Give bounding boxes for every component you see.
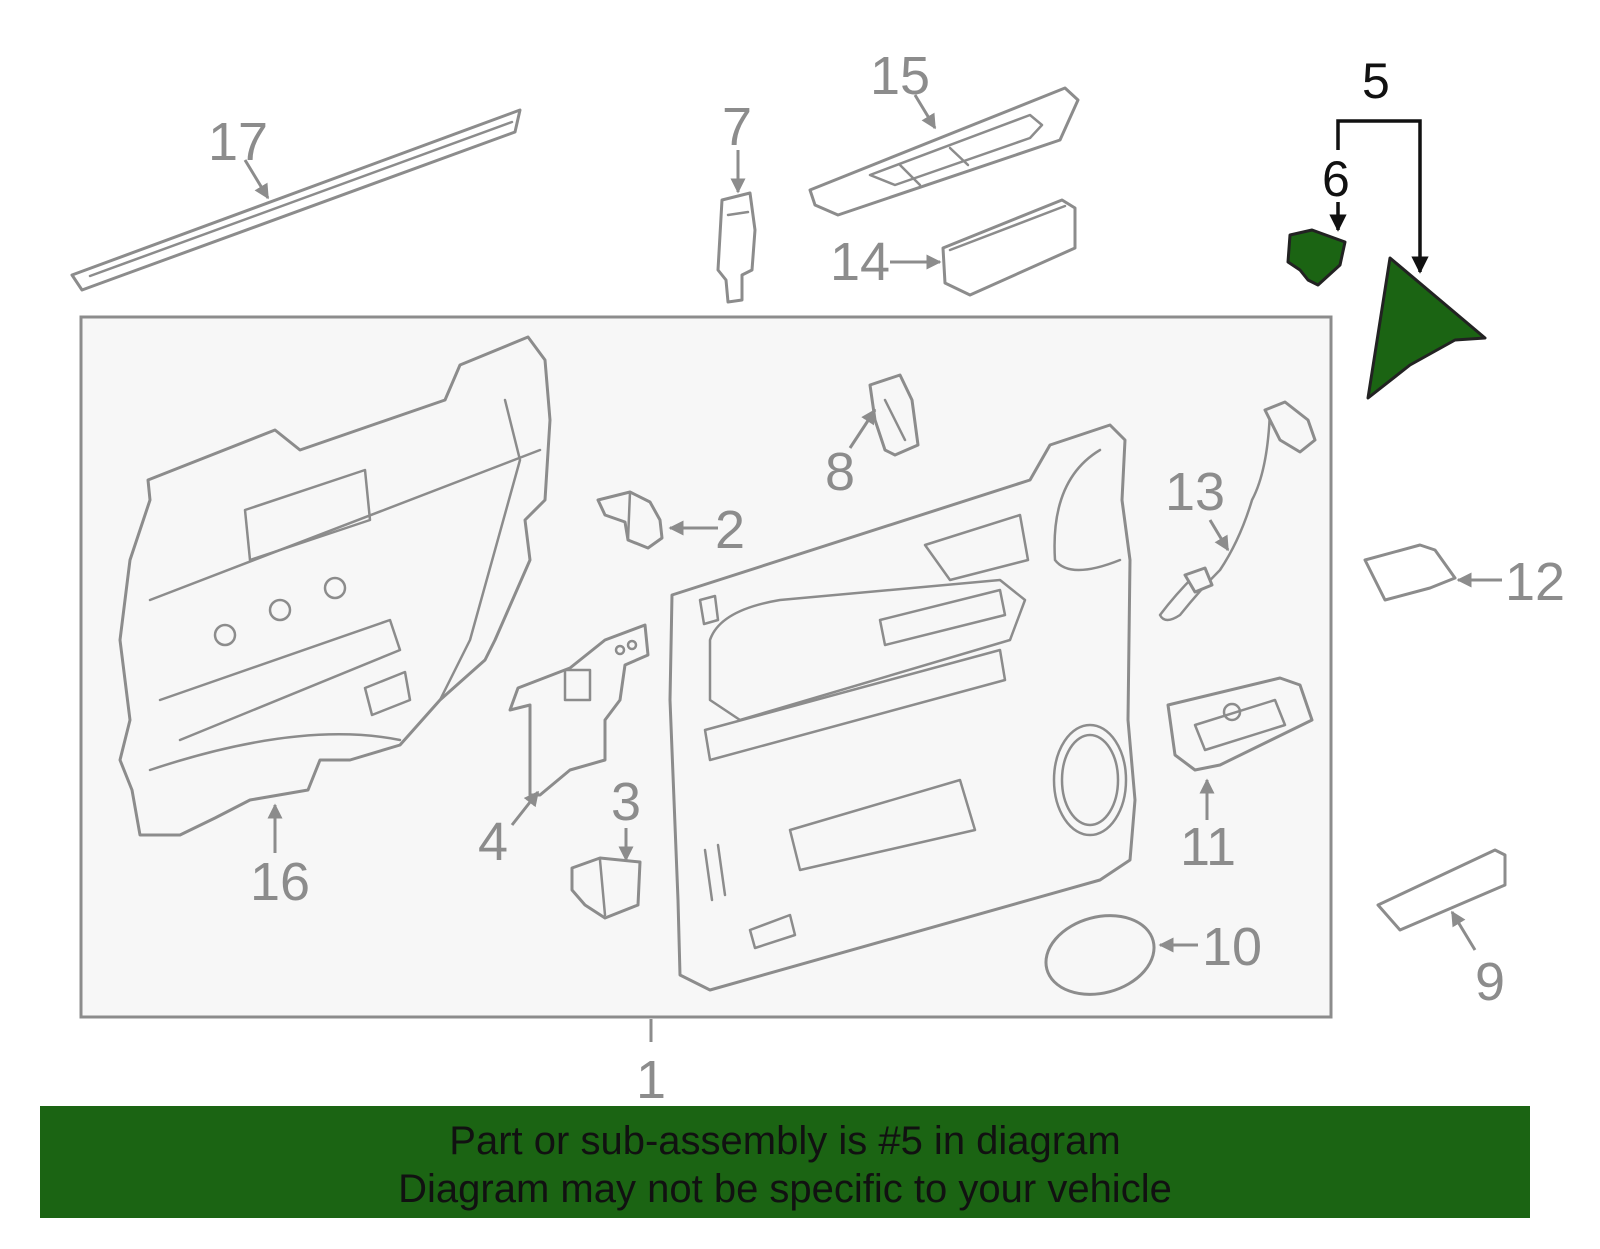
part-5-trim-cover [1366,256,1487,400]
callout-14: 14 [830,232,890,292]
callout-7: 7 [722,97,752,157]
part-15-switch-bezel [808,86,1080,217]
bracket-5 [1336,119,1429,274]
door-trim-panel [668,423,1137,992]
callout-1: 1 [636,1050,666,1110]
callout-5: 5 [1362,53,1390,109]
part-10-speaker-grille [1044,914,1156,996]
callout-12: 12 [1505,552,1565,612]
callout-6: 6 [1322,151,1350,207]
callout-10: 10 [1202,917,1262,977]
part-8-bracket [868,373,920,457]
part-3-switch [570,856,642,920]
info-banner: Part or sub-assembly is #5 in diagram Di… [40,1106,1530,1218]
part-17-belt-molding [70,108,522,292]
part-9-trim-strip [1376,848,1507,932]
callout-15: 15 [870,46,930,106]
part-6-clip [1286,228,1347,287]
part-14-window-switch [941,198,1077,297]
part-7-bracket [716,191,757,304]
callout-2: 2 [715,500,745,560]
part-12-trim-plate [1363,543,1457,602]
callout-9: 9 [1475,952,1505,1012]
part-13-harness [1158,400,1317,622]
part-4-reinforcement [508,623,650,797]
leader-17 [243,159,270,200]
part-2-push-pin [596,490,664,550]
callout-16: 16 [250,852,310,912]
part-11-handle-bezel [1166,676,1314,772]
leader-8 [848,408,877,449]
leader-13 [1208,519,1230,552]
callout-8: 8 [825,442,855,502]
callout-17: 17 [208,112,268,172]
banner-line-1: Part or sub-assembly is #5 in diagram [449,1119,1121,1163]
leader-15 [913,94,937,130]
leader-9 [1450,910,1477,951]
callout-13: 13 [1165,462,1225,522]
callout-11: 11 [1180,817,1236,877]
leader-4 [510,790,540,826]
callout-4: 4 [478,812,508,872]
part-16-inner-frame [118,335,552,837]
callout-3: 3 [611,772,641,832]
banner-line-2: Diagram may not be specific to your vehi… [398,1167,1172,1211]
